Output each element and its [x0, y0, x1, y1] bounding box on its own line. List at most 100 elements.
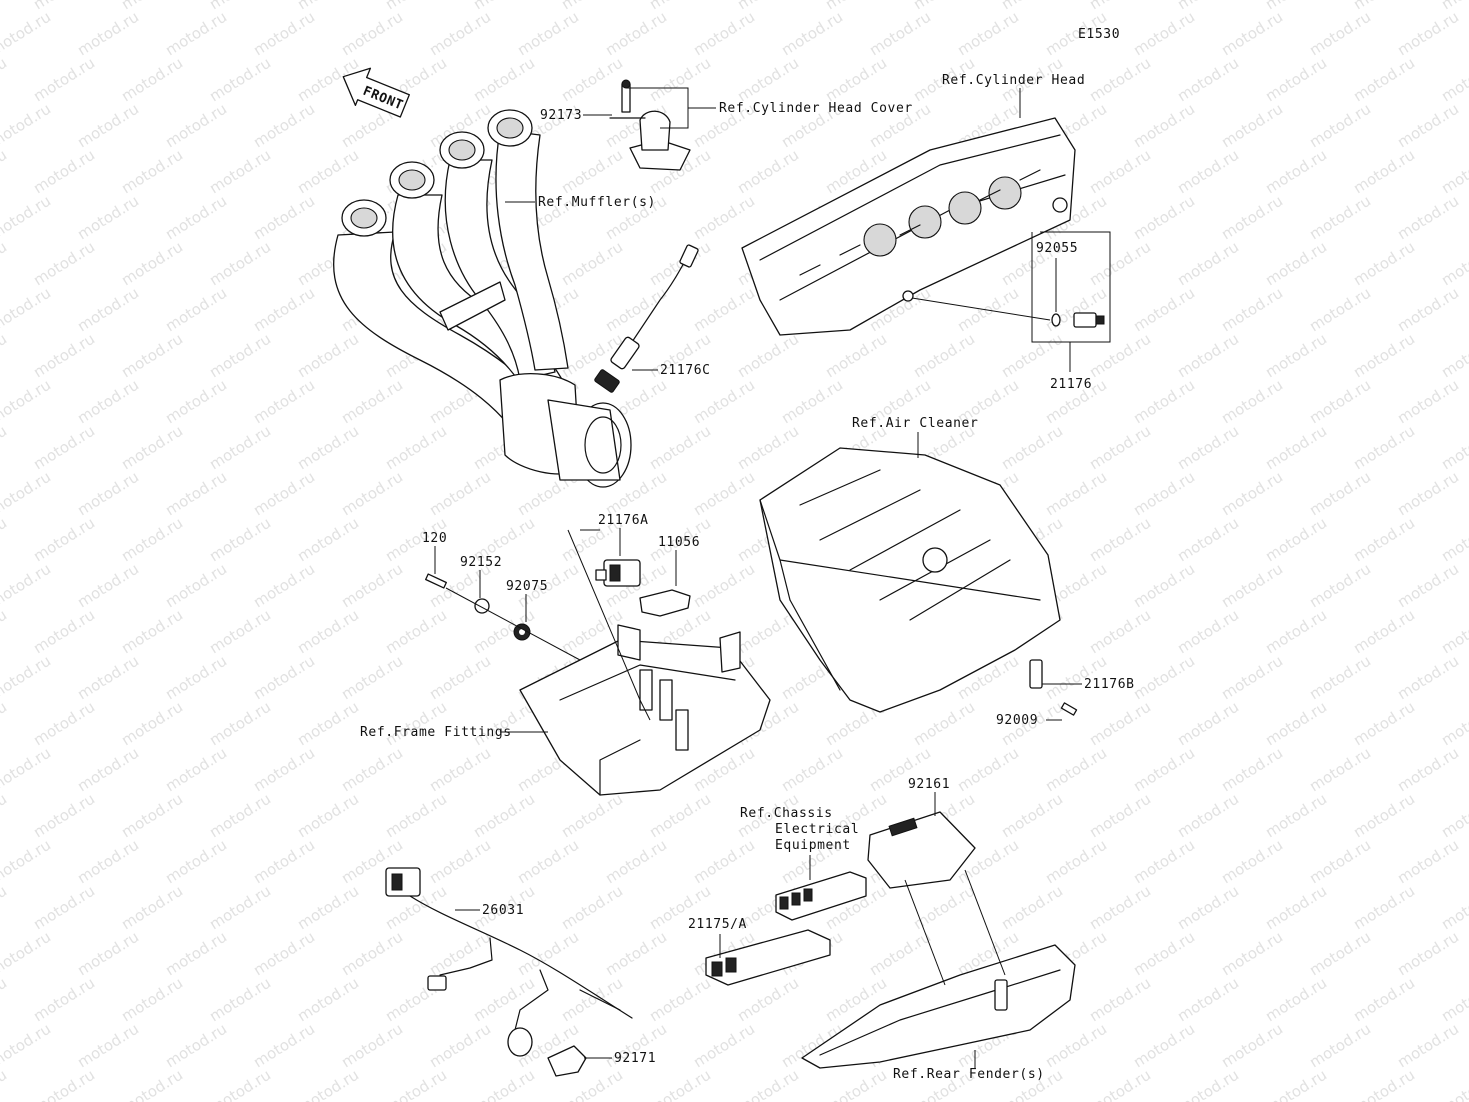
watermark-text: motod.ru — [1262, 238, 1330, 290]
watermark-text: motod.ru — [470, 1066, 538, 1102]
watermark-text: motod.ru — [0, 882, 10, 934]
watermark-text: motod.ru — [1130, 284, 1198, 336]
watermark-text: motod.ru — [426, 652, 494, 704]
watermark-text: motod.ru — [1174, 330, 1242, 382]
watermark-text: motod.ru — [426, 8, 494, 60]
watermark-text: motod.ru — [206, 422, 274, 474]
watermark-text: motod.ru — [734, 1066, 802, 1102]
watermark-text: motod.ru — [1174, 606, 1242, 658]
watermark-text: motod.ru — [118, 882, 186, 934]
ref-mufflers-label: Ref.Muffler(s) — [538, 195, 656, 210]
watermark-text: motod.ru — [206, 790, 274, 842]
watermark-text: motod.ru — [74, 284, 142, 336]
rear-fender-illustration — [801, 944, 1076, 1069]
part-number-92171: 92171 — [614, 1051, 656, 1066]
watermark-text: motod.ru — [1438, 882, 1469, 934]
watermark-text: motod.ru — [646, 238, 714, 290]
watermark-text: motod.ru — [1350, 54, 1418, 106]
clamp-11056-illustration — [639, 589, 691, 617]
watermark-text: motod.ru — [822, 54, 890, 106]
watermark-text: motod.ru — [646, 790, 714, 842]
watermark-text: motod.ru — [1174, 238, 1242, 290]
ref-cylinder-head-label: Ref.Cylinder Head — [942, 73, 1085, 88]
watermark-text: motod.ru — [338, 468, 406, 520]
ref-chassis-label-line1: Ref.Chassis — [740, 806, 833, 821]
watermark-text: motod.ru — [1174, 1066, 1242, 1102]
watermark-text: motod.ru — [162, 928, 230, 980]
watermark-text: motod.ru — [1086, 54, 1154, 106]
watermark-text: motod.ru — [1394, 192, 1462, 244]
watermark-text: motod.ru — [646, 974, 714, 1026]
watermark-text: motod.ru — [30, 1066, 98, 1102]
watermark-text: motod.ru — [74, 928, 142, 980]
watermark-text: motod.ru — [1042, 836, 1110, 888]
watermark-text: motod.ru — [1350, 146, 1418, 198]
watermark-text: motod.ru — [1394, 928, 1462, 980]
watermark-text: motod.ru — [162, 560, 230, 612]
ref-frame-fittings-label: Ref.Frame Fittings — [360, 725, 512, 740]
watermark-text: motod.ru — [1306, 560, 1374, 612]
watermark-text: motod.ru — [206, 1066, 274, 1102]
exhaust-flanges — [341, 109, 533, 237]
watermark-text: motod.ru — [74, 836, 142, 888]
watermark-text: motod.ru — [1130, 744, 1198, 796]
watermark-text: motod.ru — [1438, 606, 1469, 658]
ref-chassis-label-line3: Equipment — [775, 838, 851, 853]
watermark-text: motod.ru — [690, 1020, 758, 1072]
watermark-text: motod.ru — [1218, 192, 1286, 244]
watermark-text: motod.ru — [250, 468, 318, 520]
watermark-text: motod.ru — [0, 100, 54, 152]
watermark-text: motod.ru — [1306, 192, 1374, 244]
watermark-text: motod.ru — [1394, 468, 1462, 520]
watermark-text: motod.ru — [382, 698, 450, 750]
watermark-text: motod.ru — [778, 8, 846, 60]
watermark-text: motod.ru — [1438, 54, 1469, 106]
watermark-text: motod.ru — [118, 698, 186, 750]
watermark-text: motod.ru — [206, 882, 274, 934]
watermark-text: motod.ru — [1350, 606, 1418, 658]
watermark-text: motod.ru — [206, 146, 274, 198]
watermark-text: motod.ru — [1086, 882, 1154, 934]
watermark-text: motod.ru — [1086, 146, 1154, 198]
watermark-text: motod.ru — [1394, 836, 1462, 888]
watermark-text: motod.ru — [1438, 974, 1469, 1026]
screw-92009-illustration — [1060, 702, 1078, 716]
watermark-text: motod.ru — [1350, 790, 1418, 842]
watermark-text: motod.ru — [1130, 652, 1198, 704]
watermark-text: motod.ru — [1130, 8, 1198, 60]
watermark-text: motod.ru — [250, 192, 318, 244]
watermark-text: motod.ru — [0, 836, 54, 888]
watermark-text: motod.ru — [0, 192, 54, 244]
watermark-text: motod.ru — [118, 1066, 186, 1102]
watermark-text: motod.ru — [998, 790, 1066, 842]
watermark-text: motod.ru — [1262, 882, 1330, 934]
watermark-text: motod.ru — [74, 8, 142, 60]
frame-bracket-illustration — [519, 624, 771, 796]
watermark-text: motod.ru — [558, 238, 626, 290]
watermark-text: motod.ru — [1394, 100, 1462, 152]
watermark-text: motod.ru — [1438, 514, 1469, 566]
watermark-text: motod.ru — [1130, 376, 1198, 428]
part-number-92009: 92009 — [996, 713, 1038, 728]
watermark-text: motod.ru — [74, 192, 142, 244]
watermark-text: motod.ru — [690, 8, 758, 60]
watermark-text: motod.ru — [1218, 652, 1286, 704]
grommet-92075-illustration — [513, 623, 531, 641]
watermark-text: motod.ru — [954, 8, 1022, 60]
watermark-text: motod.ru — [426, 1020, 494, 1072]
watermark-text: motod.ru — [1438, 422, 1469, 474]
watermark-text: motod.ru — [338, 376, 406, 428]
watermark-text: motod.ru — [1130, 928, 1198, 980]
watermark-text: motod.ru — [954, 284, 1022, 336]
bracket-92161-illustration — [867, 811, 976, 889]
watermark-text: motod.ru — [1394, 1020, 1462, 1072]
clamp-92171-illustration — [547, 1045, 587, 1077]
watermark-text: motod.ru — [162, 468, 230, 520]
watermark-text: motod.ru — [690, 560, 758, 612]
air-cleaner-illustration — [759, 447, 1061, 713]
watermark-text: motod.ru — [162, 100, 230, 152]
watermark-text: motod.ru — [1306, 8, 1374, 60]
watermark-text: motod.ru — [0, 928, 54, 980]
watermark-text: motod.ru — [1350, 422, 1418, 474]
watermark-text: motod.ru — [514, 928, 582, 980]
